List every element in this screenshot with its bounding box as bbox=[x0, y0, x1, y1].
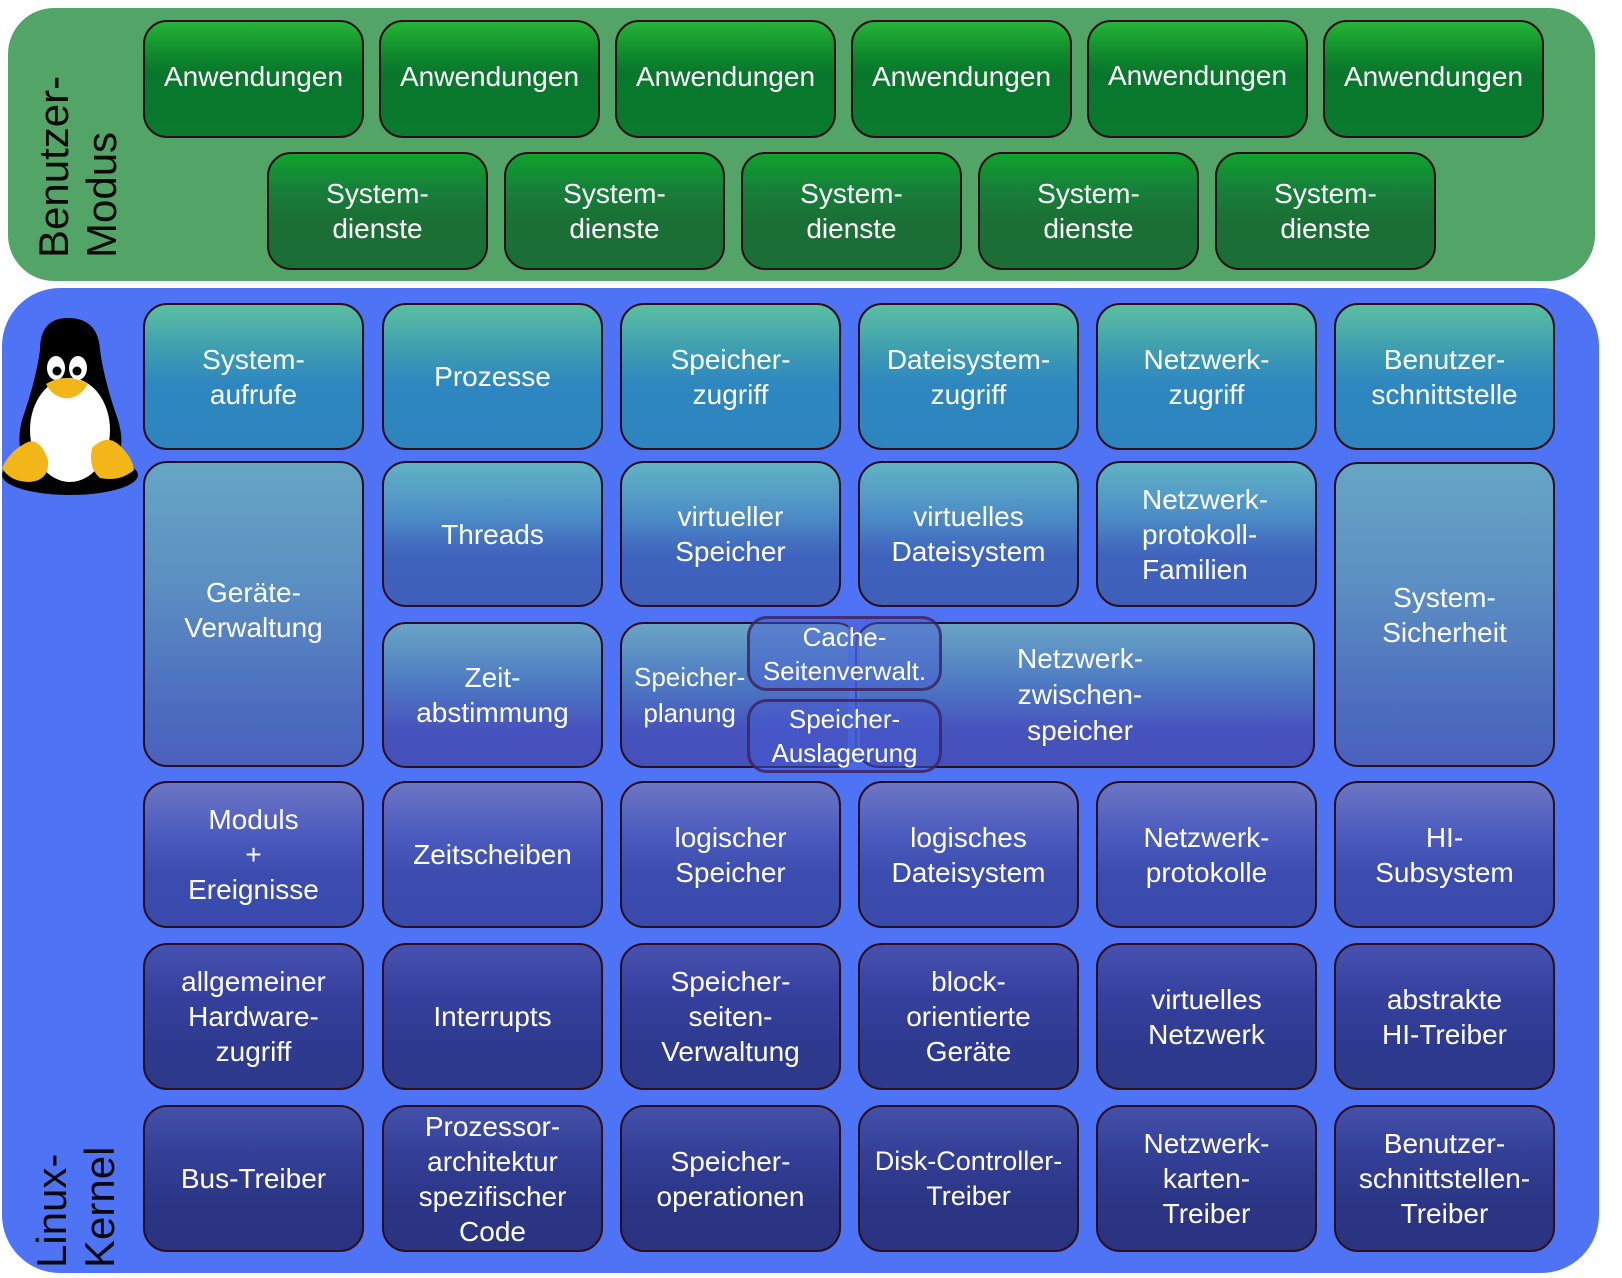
user-mode-label-text: Benutzer- Modus bbox=[30, 75, 125, 258]
system-service-box: System- dienste bbox=[267, 152, 488, 270]
application-label: Anwendungen bbox=[399, 61, 580, 92]
kernel-box-label: Geräte- Verwaltung bbox=[184, 577, 323, 643]
kernel-box-label: HI- Subsystem bbox=[1375, 821, 1514, 888]
kernel-box-label: Benutzer- schnittstellen- Treiber bbox=[1358, 1128, 1531, 1229]
kernel-box-system-security: System- Sicherheit bbox=[1334, 462, 1555, 767]
kernel-box-label: Netzwerk- karten- Treiber bbox=[1143, 1128, 1270, 1229]
kernel-box-label: logischer Speicher bbox=[674, 821, 787, 888]
kernel-label: Linux- Kernel bbox=[28, 1147, 124, 1268]
kernel-box-protocol-families: Netzwerk- protokoll- Familien bbox=[1096, 461, 1317, 607]
application-label: Anwendungen bbox=[871, 61, 1052, 92]
kernel-box-logical-memory: logischer Speicher bbox=[620, 781, 841, 928]
kernel-box-virtual-filesystem: virtuelles Dateisystem bbox=[858, 461, 1079, 607]
kernel-box-label: Interrupts bbox=[433, 1001, 552, 1032]
system-service-box: System- dienste bbox=[978, 152, 1199, 270]
kernel-box-memory-scheduling: Speicher- planung bbox=[620, 622, 860, 768]
kernel-box-label: Netzwerk- zwischen- speicher bbox=[1017, 643, 1144, 746]
kernel-box-label: Moduls + Ereignisse bbox=[188, 804, 319, 905]
kernel-box-label: Prozessor- architektur spezifischer Code bbox=[418, 1110, 567, 1247]
system-service-box: System- dienste bbox=[741, 152, 962, 270]
kernel-box-label: Speicher- planung bbox=[634, 662, 746, 728]
kernel-box-modules-events: Moduls + Ereignisse bbox=[143, 781, 364, 928]
application-box: Anwendungen bbox=[379, 20, 600, 138]
kernel-box-label: Speicher- seiten- Verwaltung bbox=[661, 966, 800, 1067]
system-service-label: System- dienste bbox=[1274, 178, 1377, 244]
kernel-box-label: Prozesse bbox=[434, 361, 551, 392]
kernel-box-network-access: Netzwerk- zugriff bbox=[1096, 303, 1317, 450]
kernel-box-label: Netzwerk- protokolle bbox=[1143, 821, 1270, 888]
kernel-box-logical-filesystem: logisches Dateisystem bbox=[858, 781, 1079, 928]
overlay-cache-page-management: Cache- Seitenverwalt. bbox=[747, 616, 942, 691]
kernel-box-threads: Threads bbox=[382, 461, 603, 607]
kernel-box-virtual-network: virtuelles Netzwerk bbox=[1096, 943, 1317, 1090]
application-label: Anwendungen bbox=[635, 61, 816, 92]
overlay-label: Cache- Seitenverwalt. bbox=[762, 621, 927, 686]
kernel-box-network-cache: Netzwerk- zwischen- speicher bbox=[855, 622, 1315, 768]
kernel-box-filesystem-access: Dateisystem- zugriff bbox=[858, 303, 1079, 450]
kernel-box-block-devices: block- orientierte Geräte bbox=[858, 943, 1079, 1090]
kernel-box-virtual-memory: virtueller Speicher bbox=[620, 461, 841, 607]
application-box: Anwendungen bbox=[143, 20, 364, 138]
kernel-box-arch-specific-code: Prozessor- architektur spezifischer Code bbox=[382, 1105, 603, 1252]
kernel-box-hardware-access: allgemeiner Hardware- zugriff bbox=[143, 943, 364, 1090]
kernel-box-label: allgemeiner Hardware- zugriff bbox=[181, 966, 326, 1067]
application-box: Anwendungen bbox=[1087, 20, 1308, 138]
application-label: Anwendungen bbox=[1107, 60, 1288, 91]
kernel-box-label: Zeit- abstimmung bbox=[416, 662, 569, 728]
box-seam bbox=[848, 622, 860, 768]
kernel-box-user-interface: Benutzer- schnittstelle bbox=[1334, 303, 1555, 450]
kernel-box-label: Speicher- zugriff bbox=[670, 343, 791, 410]
kernel-box-hi-subsystem: HI- Subsystem bbox=[1334, 781, 1555, 928]
system-service-box: System- dienste bbox=[504, 152, 725, 270]
kernel-box-label: abstrakte HI-Treiber bbox=[1382, 983, 1507, 1050]
kernel-box-bus-drivers: Bus-Treiber bbox=[143, 1105, 364, 1252]
kernel-box-label: System- aufrufe bbox=[202, 343, 305, 410]
kernel-box-label: Netzwerk- zugriff bbox=[1143, 343, 1270, 410]
kernel-box-label: Dateisystem- zugriff bbox=[886, 343, 1051, 410]
kernel-box-label: Speicher- operationen bbox=[656, 1145, 805, 1212]
kernel-box-timing: Zeit- abstimmung bbox=[382, 622, 603, 768]
kernel-box-disk-controller-drivers: Disk-Controller- Treiber bbox=[858, 1105, 1079, 1252]
system-service-label: System- dienste bbox=[326, 178, 429, 244]
kernel-box-label: System- Sicherheit bbox=[1382, 581, 1507, 648]
kernel-box-label: Disk-Controller- Treiber bbox=[874, 1145, 1063, 1211]
overlay-label: Speicher- Auslagerung bbox=[771, 704, 918, 768]
application-box: Anwendungen bbox=[615, 20, 836, 138]
kernel-box-page-management: Speicher- seiten- Verwaltung bbox=[620, 943, 841, 1090]
application-label: Anwendungen bbox=[163, 61, 344, 92]
kernel-box-abstract-hi-drivers: abstrakte HI-Treiber bbox=[1334, 943, 1555, 1090]
kernel-box-network-protocols: Netzwerk- protokolle bbox=[1096, 781, 1317, 928]
kernel-label-text: Linux- Kernel bbox=[28, 1146, 123, 1268]
kernel-box-processes: Prozesse bbox=[382, 303, 603, 450]
application-box: Anwendungen bbox=[1323, 20, 1544, 138]
kernel-box-label: Netzwerk- protokoll- Familien bbox=[1142, 483, 1269, 585]
kernel-box-label: Bus-Treiber bbox=[180, 1163, 327, 1194]
application-box: Anwendungen bbox=[851, 20, 1072, 138]
user-mode-label: Benutzer- Modus bbox=[30, 76, 126, 258]
application-label: Anwendungen bbox=[1343, 61, 1524, 92]
kernel-box-label: virtueller Speicher bbox=[675, 501, 786, 567]
kernel-box-label: Zeitscheiben bbox=[413, 839, 572, 870]
kernel-box-label: Benutzer- schnittstelle bbox=[1371, 343, 1518, 410]
kernel-box-label: virtuelles Netzwerk bbox=[1148, 983, 1265, 1050]
kernel-box-time-slices: Zeitscheiben bbox=[382, 781, 603, 928]
kernel-box-network-card-drivers: Netzwerk- karten- Treiber bbox=[1096, 1105, 1317, 1252]
kernel-box-memory-operations: Speicher- operationen bbox=[620, 1105, 841, 1252]
kernel-box-system-calls: System- aufrufe bbox=[143, 303, 364, 450]
system-service-box: System- dienste bbox=[1215, 152, 1436, 270]
system-service-label: System- dienste bbox=[800, 178, 903, 244]
kernel-box-device-management: Geräte- Verwaltung bbox=[143, 461, 364, 767]
system-service-label: System- dienste bbox=[1037, 178, 1140, 244]
kernel-box-label: logisches Dateisystem bbox=[891, 821, 1046, 888]
system-service-label: System- dienste bbox=[563, 178, 666, 244]
kernel-box-label: Threads bbox=[441, 518, 544, 550]
overlay-memory-swapping: Speicher- Auslagerung bbox=[747, 699, 942, 773]
kernel-box-ui-drivers: Benutzer- schnittstellen- Treiber bbox=[1334, 1105, 1555, 1252]
tux-penguin-icon bbox=[2, 318, 138, 495]
kernel-box-memory-access: Speicher- zugriff bbox=[620, 303, 841, 450]
kernel-box-label: block- orientierte Geräte bbox=[906, 966, 1031, 1067]
kernel-box-label: virtuelles Dateisystem bbox=[891, 501, 1046, 567]
kernel-box-interrupts: Interrupts bbox=[382, 943, 603, 1090]
